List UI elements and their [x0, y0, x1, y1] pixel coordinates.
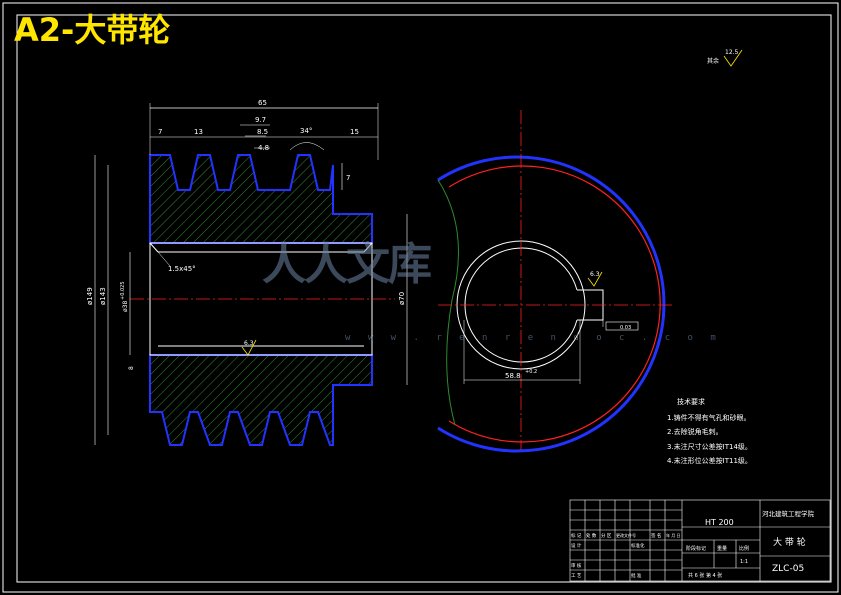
tb-weight-label: 重量: [717, 545, 727, 552]
tb-row-label-4: 签 名: [651, 532, 661, 539]
dim-15: 15: [350, 128, 359, 136]
tb-row-label-5: 年 月 日: [666, 532, 681, 538]
dim-overall: 65: [258, 99, 267, 107]
dim-8: 8: [128, 366, 135, 370]
tb-part-name: 大 带 轮: [773, 536, 806, 548]
dim-bore-tol: +0.025: [120, 281, 126, 300]
tb-review: 审 核: [571, 562, 582, 569]
tb-material: HT 200: [705, 518, 734, 527]
dim-keyway: 58.8: [505, 372, 521, 380]
dim-85: 8.5: [257, 128, 268, 136]
rough-symbol-2: [587, 271, 603, 287]
drawing-title: A2-大带轮: [14, 11, 171, 49]
roughness-symbol: [723, 49, 743, 67]
watermark-text: 人人文库: [262, 239, 432, 290]
note-item: 4.未注形位公差按IT11级。: [667, 457, 752, 465]
tb-scale: 1:1: [740, 559, 748, 565]
tol-value: 0.03: [620, 325, 631, 331]
dim-48: 4.8: [258, 144, 269, 152]
dim-angle: 34°: [300, 127, 312, 135]
tb-drawing-no: ZLC-05: [772, 564, 804, 574]
bore-chamfer-r: [363, 242, 373, 253]
dim-149: ø149: [86, 287, 94, 305]
tb-row-label-0: 标 记: [571, 532, 582, 539]
roughness-label: 其余: [707, 57, 719, 65]
note-item: 1.铸件不得有气孔和砂眼。: [667, 413, 751, 422]
tb-school: 河北建筑工程学院: [762, 509, 815, 518]
title-block-text: HT 200 河北建筑工程学院 大 带 轮 ZLC-05 阶段标记 重量 比例 …: [571, 509, 815, 579]
watermark-url: w w w . r e n r e n d o c . c o m: [345, 333, 722, 343]
tb-row-label-2: 分 区: [601, 532, 612, 539]
dim-70: ø70: [398, 292, 406, 305]
rough-symbol-1: [241, 339, 257, 356]
tb-scale-label: 比例: [739, 545, 749, 552]
end-view-outer: [437, 155, 666, 453]
tb-stage-label: 阶段标记: [686, 545, 706, 552]
chamfer-leader: [157, 251, 171, 267]
dim-97: 9.7: [255, 116, 266, 124]
tb-craft: 工 艺: [571, 573, 582, 579]
dim-keyway-tol: +0.2: [525, 369, 537, 375]
dim-143: ø143: [99, 287, 107, 305]
dim-angle-arc: [289, 142, 325, 151]
rough-label-1: 6.3: [244, 340, 254, 347]
tb-std: 标准化: [631, 542, 645, 549]
inner-frame: [16, 14, 832, 583]
rough-label-2: 6.3: [590, 271, 600, 278]
bore-chamfer-l: [149, 242, 159, 253]
end-view-inner: [448, 165, 661, 443]
roughness-value: 12.5: [725, 49, 739, 56]
notes-heading: 技术要求: [677, 398, 705, 406]
dim-bore: ø38: [122, 301, 129, 312]
chamfer-label: 1.5x45°: [168, 265, 196, 273]
break-line: [437, 179, 459, 426]
lower-section-hatch: [149, 354, 373, 446]
dim-7: 7: [158, 128, 162, 136]
end-view: 58.8 +0.2 0.03 6.3: [437, 110, 675, 453]
title-block: [569, 499, 831, 582]
tb-row-label-1: 处 数: [586, 532, 597, 539]
note-item: 3.未注尺寸公差按IT14级。: [667, 442, 752, 451]
tb-sheet: 共 6 张 第 4 张: [688, 572, 722, 579]
technical-requirements: 技术要求 1.铸件不得有气孔和砂眼。 2.去除锐角毛刺。 3.未注尺寸公差按IT…: [667, 395, 752, 469]
section-view: 65 7 13 9.7 8.5 4.8 34° 15 7 ø149 ø143 ø…: [86, 99, 408, 446]
tb-approve: 批 准: [631, 572, 642, 579]
dim-13: 13: [194, 128, 203, 136]
tol-frame: [605, 321, 639, 331]
tb-row-label-3: 更改文件号: [616, 532, 636, 538]
dim-7v: 7: [346, 174, 350, 182]
note-item: 2.去除锐角毛刺。: [667, 428, 723, 436]
upper-section-hatch: [149, 154, 373, 244]
tb-design: 设 计: [571, 542, 582, 549]
